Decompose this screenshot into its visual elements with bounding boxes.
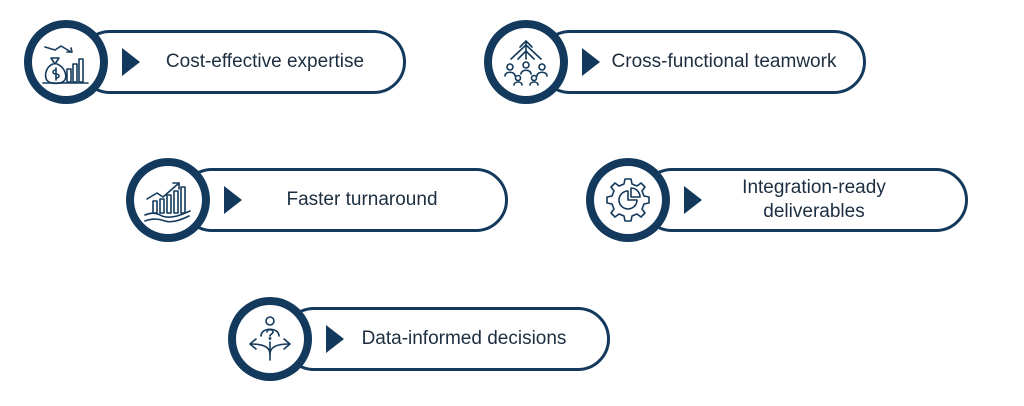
icon-badge	[586, 158, 670, 242]
feature-item-cross-functional-teamwork: Cross-functional teamwork	[484, 20, 866, 104]
icon-badge	[228, 297, 312, 381]
pointer-arrow	[326, 325, 344, 353]
team-network-icon	[504, 40, 548, 86]
feature-item-faster-turnaround: Faster turnaround	[126, 158, 508, 242]
money-bag-chart-icon	[42, 45, 89, 85]
feature-item-data-informed-decisions: Data-informed decisions	[228, 297, 610, 381]
icon-badge	[126, 158, 210, 242]
pointer-arrow	[122, 48, 140, 76]
icon-badge	[24, 20, 108, 104]
gear-integration-icon	[606, 178, 650, 222]
feature-label-line: Integration-ready	[742, 177, 886, 198]
feature-label: Integration-ready deliverables	[690, 168, 938, 232]
feature-label: Cross-functional teamwork	[611, 51, 837, 72]
pointer-arrow	[684, 186, 702, 214]
icon-badge	[484, 20, 568, 104]
feature-item-cost-effective-expertise: Cost-effective expertise	[24, 20, 406, 104]
feature-pill	[640, 168, 968, 232]
feature-label: Data-informed decisions	[361, 328, 567, 349]
feature-label-line: deliverables	[763, 201, 865, 222]
pointer-arrow	[582, 48, 600, 76]
feature-label: Cost-effective expertise	[165, 51, 365, 72]
feature-item-integration-ready-deliverables: Integration-ready deliverables	[586, 158, 968, 242]
hand-growth-chart-icon	[144, 182, 191, 223]
pointer-arrow	[224, 186, 242, 214]
decision-paths-icon	[249, 316, 291, 361]
feature-label: Faster turnaround	[286, 189, 438, 210]
